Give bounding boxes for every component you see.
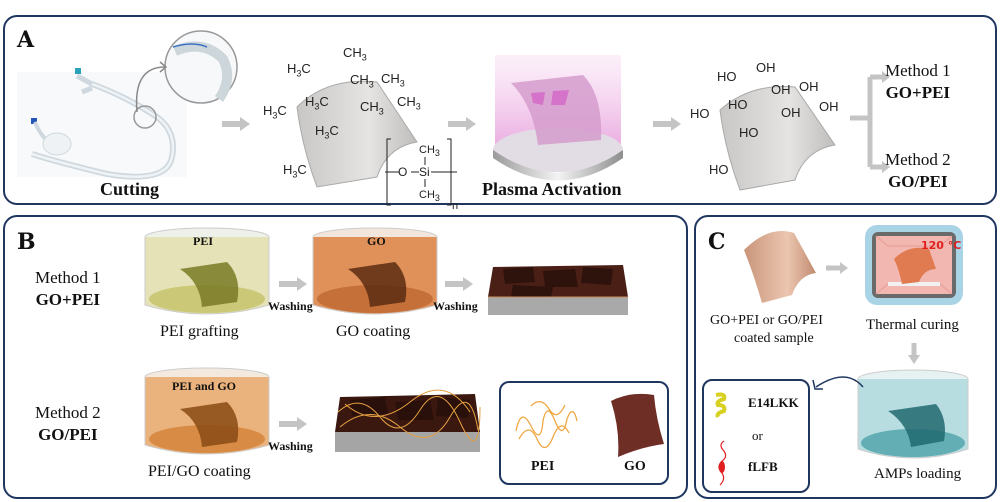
panel-a: A Cutting CH3 H3C CH3 CH3 H3C CH3 CH3 H3… <box>3 15 997 212</box>
zoom-circle-icon <box>164 30 238 104</box>
washing-label: Washing <box>433 299 478 313</box>
thermal-curing-caption: Thermal curing <box>866 317 959 333</box>
process-arrow-icon <box>279 417 307 431</box>
method-1-label: Method 1 <box>35 268 101 287</box>
method-1-name: GO+PEI <box>35 290 101 309</box>
methyl-group: H3C <box>305 94 329 112</box>
methyl-group: CH3 <box>397 94 421 112</box>
pdms-oxygen: O <box>398 165 408 179</box>
curved-arrow-icon <box>812 376 864 390</box>
panel-letter-b: B <box>17 229 36 255</box>
hydroxyl-group: OH <box>781 105 801 120</box>
go-beaker-label: GO <box>367 234 386 248</box>
methyl-group: H3C <box>263 103 287 121</box>
peptide-flfb-label: fLFB <box>748 459 778 474</box>
methyl-group: CH3 <box>343 45 367 63</box>
peptide-e14lkk-label: E14LKK <box>748 395 799 410</box>
hydroxyl-group: OH <box>819 99 839 114</box>
coated-sample-caption-line2: coated sample <box>734 331 814 346</box>
method-2-name: GO/PEI <box>38 425 98 444</box>
process-arrow-down-icon <box>908 343 920 364</box>
branch-method-2: Method 2 GO/PEI <box>885 149 951 193</box>
process-arrow-icon <box>445 277 473 291</box>
peptide-or-label: or <box>752 428 763 443</box>
hydroxyl-group: HO <box>728 97 748 112</box>
oven-temperature: 120 °C <box>921 239 962 252</box>
process-arrow-icon <box>222 117 250 131</box>
peptide-inset: E14LKK or fLFB <box>702 379 810 493</box>
panel-letter-a: A <box>17 27 35 53</box>
method-2-label: Method 2 <box>35 403 101 422</box>
pei-grafting-caption: PEI grafting <box>160 323 239 340</box>
methyl-group: CH3 <box>381 71 405 89</box>
washing-label: Washing <box>268 299 313 313</box>
branch-method-1-name: GO+PEI <box>885 83 951 102</box>
branch-arrow-icon <box>850 71 890 173</box>
material-legend: PEI GO <box>499 381 669 485</box>
layered-coating-method-1-illustration <box>488 265 628 315</box>
e14lkk-helix-icon <box>715 392 727 418</box>
pdms-silicon: Si <box>419 165 430 179</box>
legend-go-label: GO <box>624 459 646 474</box>
method-1-heading: Method 1 GO+PEI <box>35 267 101 311</box>
plasma-chamber-illustration <box>493 55 623 181</box>
pei-go-coating-caption: PEI/GO coating <box>148 463 251 480</box>
step-label-cutting: Cutting <box>100 179 160 199</box>
pdms-repeat-n: n <box>452 200 459 212</box>
washing-label: Washing <box>268 439 313 453</box>
step-label-plasma-activation: Plasma Activation <box>482 179 622 199</box>
hydroxyl-group: HO <box>717 69 737 84</box>
methyl-group: H3C <box>315 123 339 141</box>
pei-polymer-icon <box>515 401 578 449</box>
amp-beaker-illustration <box>857 369 969 459</box>
branch-method-1: Method 1 GO+PEI <box>885 60 951 104</box>
zoom-arrow-icon <box>135 61 168 113</box>
panel-b: B Method 1 GO+PEI PEI PEI grafting Washi… <box>3 215 688 499</box>
go-beaker-illustration <box>312 227 438 315</box>
process-arrow-icon <box>653 117 681 131</box>
catheter-illustration <box>17 68 187 180</box>
pdms-methyl-top: CH3 <box>419 144 440 159</box>
panel-c: C GO+PEI or GO/PEI coated sample 120 °C … <box>694 215 997 499</box>
pdms-surface-illustration <box>296 80 418 188</box>
flfb-peptide-icon <box>718 440 727 486</box>
go-sheet-icon <box>611 393 664 457</box>
oven-illustration <box>865 225 963 305</box>
coated-sample-illustration <box>744 231 816 303</box>
panel-letter-c: C <box>708 229 726 255</box>
mixed-coating-method-2-illustration <box>335 389 481 452</box>
coated-sample-caption-line1: GO+PEI or GO/PEI <box>710 313 823 328</box>
process-arrow-icon <box>826 262 848 274</box>
pei-go-beaker-illustration <box>144 367 270 455</box>
hydroxyl-group: HO <box>690 106 710 121</box>
branch-method-2-label: Method 2 <box>885 150 951 169</box>
methyl-group: CH3 <box>350 72 374 90</box>
branch-method-1-label: Method 1 <box>885 61 951 80</box>
hydroxyl-group: HO <box>709 162 729 177</box>
pei-beaker-label: PEI <box>193 234 214 248</box>
methyl-group: H3C <box>287 61 311 79</box>
methyl-group: H3C <box>283 162 307 180</box>
legend-pei-label: PEI <box>531 459 555 474</box>
hydroxyl-group: OH <box>756 60 776 75</box>
amps-loading-caption: AMPs loading <box>874 466 962 482</box>
pdms-methyl-bottom: CH3 <box>419 189 440 204</box>
method-2-heading: Method 2 GO/PEI <box>35 402 101 446</box>
methyl-group: CH3 <box>360 99 384 117</box>
pei-go-beaker-label: PEI and GO <box>172 379 237 393</box>
process-arrow-icon <box>279 277 307 291</box>
hydroxyl-group: OH <box>771 82 791 97</box>
pei-beaker-illustration <box>144 227 270 315</box>
branch-method-2-name: GO/PEI <box>888 172 948 191</box>
hydroxyl-group: HO <box>739 125 759 140</box>
hydroxylated-surface-illustration <box>719 86 836 191</box>
go-coating-caption: GO coating <box>336 323 411 340</box>
hydroxyl-group: OH <box>799 79 819 94</box>
process-arrow-icon <box>448 117 476 131</box>
pdms-bracket-icon <box>385 138 457 206</box>
